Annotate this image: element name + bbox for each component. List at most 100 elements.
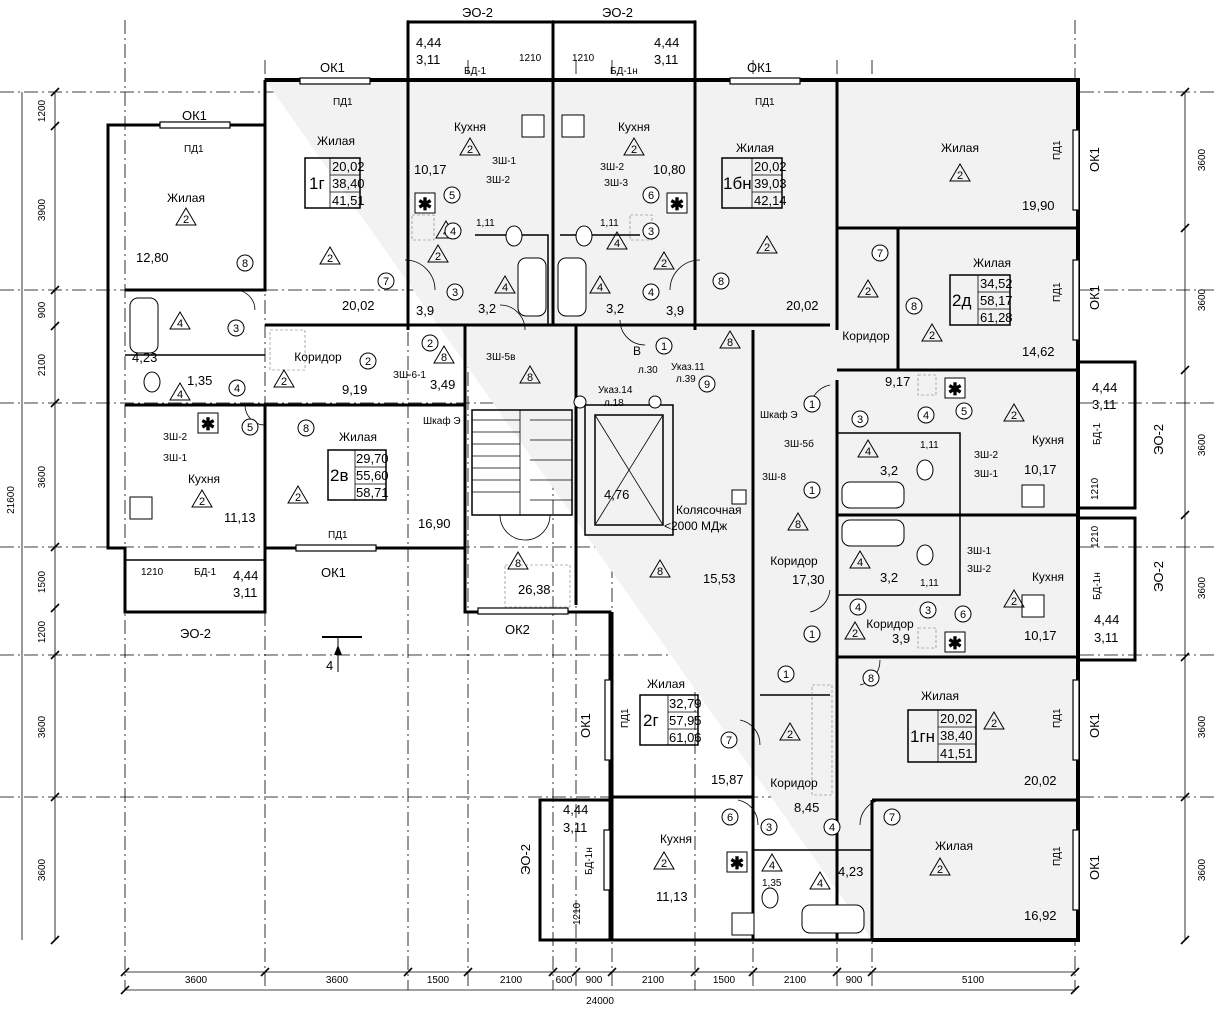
svg-text:ЭО-2: ЭО-2 (462, 5, 493, 20)
finish-triangle-label: 2 (199, 496, 205, 508)
svg-text:БД-1н: БД-1н (584, 847, 595, 875)
door-number-label: 2 (365, 356, 371, 368)
shaft-label: ЗШ-5в (486, 352, 515, 363)
dim-bottom-6: 900 (586, 975, 603, 986)
shafts (269, 214, 937, 796)
bottom-dimension-texts: 3600 3600 1500 2100 600 900 2100 1500 21… (185, 975, 985, 1007)
svg-text:1210: 1210 (1090, 525, 1101, 548)
shaft-label: ЗШ-3 (604, 178, 629, 189)
finish-triangle-label: 4 (857, 557, 863, 569)
dim-bottom-4: 2100 (500, 975, 523, 986)
door-number-label: 8 (303, 423, 309, 435)
door-label: ПД1 (333, 97, 353, 108)
toilet-area: 1,11 (476, 218, 495, 229)
door-number-label: 1 (809, 485, 815, 497)
room-name: Жилая (647, 677, 685, 691)
door-number-circle (655, 337, 673, 355)
svg-text:4,44: 4,44 (1092, 380, 1117, 395)
misc-labels: Колясочная <2000 МДж Шкаф Э Шкаф Э ЗШ-1 … (163, 156, 999, 575)
svg-text:3,11: 3,11 (233, 585, 257, 600)
dimension-lines (21, 87, 1190, 995)
svg-text:3,11: 3,11 (1094, 630, 1118, 645)
room-area: 3,9 (892, 631, 910, 646)
door-number-label: 3 (857, 414, 863, 426)
finish-triangle-label: 4 (865, 446, 871, 458)
room-names: Жилая Жилая Кухня Кухня Жилая Жилая Жила… (167, 120, 1064, 853)
bath-area: 3,2 (880, 570, 898, 585)
apartment-id: 1бн (723, 174, 752, 193)
bath-area: 3,2 (880, 463, 898, 478)
apartment-area-living: 20,02 (754, 159, 787, 174)
finish-triangle-label: 8 (657, 566, 663, 578)
apartment-id: 2в (330, 466, 349, 485)
window-label: ОК2 (505, 622, 530, 637)
finish-triangle-label: 8 (527, 372, 533, 384)
svg-text:1210: 1210 (572, 53, 595, 64)
door-number-circle (642, 283, 660, 301)
pointer-note: л.39 (676, 374, 696, 385)
finish-triangle-label: 4 (769, 860, 775, 872)
room-name: Жилая (921, 689, 959, 703)
finish-triangle-label: 8 (515, 558, 521, 570)
room-name: Коридор (770, 776, 818, 790)
finish-triangle (169, 382, 191, 401)
finish-triangle (175, 207, 197, 226)
fire-detector-icon: ✱ (948, 634, 962, 653)
door-number-circle (777, 665, 795, 683)
finish-triangle (273, 369, 295, 388)
shaft-label: ЗШ-5б (784, 438, 814, 450)
apartment-area-full: 61,06 (669, 730, 702, 745)
door-number-label: 9 (704, 379, 710, 391)
hall-area: 3,9 (666, 303, 684, 318)
door-number-label: 3 (648, 226, 654, 238)
svg-text:3,11: 3,11 (563, 820, 587, 835)
door-number-circle (803, 481, 821, 499)
fire-detector-box (666, 192, 688, 214)
door-number-label: 3 (766, 822, 772, 834)
dim-right-4: 3600 (1197, 576, 1208, 599)
finish-triangle (779, 722, 801, 741)
bath-area: 4,23 (838, 864, 863, 879)
door-number-label: 6 (960, 609, 966, 621)
apartment-1g: 1г 20,02 38,40 41,51 (304, 157, 365, 209)
opening-labels: ОК1 ОК1 ОК1 ОК1 ОК2 ОК1 ОК1 ОК1 ОК1 ОК1 … (182, 60, 1102, 880)
stair-area: 26,38 (518, 582, 551, 597)
bath-area: 3,2 (478, 301, 496, 316)
room-area: 20,02 (1024, 773, 1057, 788)
dim-bottom-7: 2100 (642, 975, 665, 986)
section-mark: 4 (322, 636, 362, 673)
room-area: 8,45 (794, 800, 819, 815)
door-number-circle (421, 334, 439, 352)
balcony-top-left: ЭО-2 4,44 3,11 БД-1 1210 (416, 5, 542, 77)
finish-triangle (653, 851, 675, 870)
toilet-area: 1,11 (920, 440, 939, 451)
shaft-label: ЗШ-1 (492, 156, 517, 167)
apartment-2v: 2в 29,70 55,60 58,71 (327, 449, 389, 501)
door-number-label: 4 (829, 822, 835, 834)
fire-detector-icon: ✱ (948, 380, 962, 399)
apartment-area-total: 39,03 (754, 176, 787, 191)
finish-triangle-label: 2 (991, 718, 997, 730)
door-number-circle (446, 283, 464, 301)
door-number-label: 1 (783, 669, 789, 681)
door-number-circle (823, 818, 841, 836)
svg-text:БД-1: БД-1 (194, 567, 217, 578)
finish-triangle-label: 2 (1011, 410, 1017, 422)
door-number-circle (955, 402, 973, 420)
door-number-label: 4 (855, 602, 861, 614)
finish-triangle (719, 330, 741, 349)
room-area: 10,17 (1024, 462, 1057, 477)
door-number-circle (712, 272, 730, 290)
svg-text:ЭО-2: ЭО-2 (1151, 424, 1166, 455)
room-area: 16,90 (418, 516, 451, 531)
door-label: ПД1 (1052, 708, 1063, 728)
finish-triangle-label: 2 (764, 242, 770, 254)
room-area: 10,80 (653, 162, 686, 177)
room-areas: 12,80 20,02 10,17 10,80 20,02 19,90 14,6… (136, 162, 1057, 923)
svg-text:1210: 1210 (572, 902, 583, 925)
svg-text:БД-1н: БД-1н (610, 66, 638, 77)
finish-triangle (929, 857, 951, 876)
shaft-label: ЗШ-8 (762, 472, 787, 483)
apartment-1gn: 1гн 20,02 38,40 41,51 (907, 709, 977, 763)
